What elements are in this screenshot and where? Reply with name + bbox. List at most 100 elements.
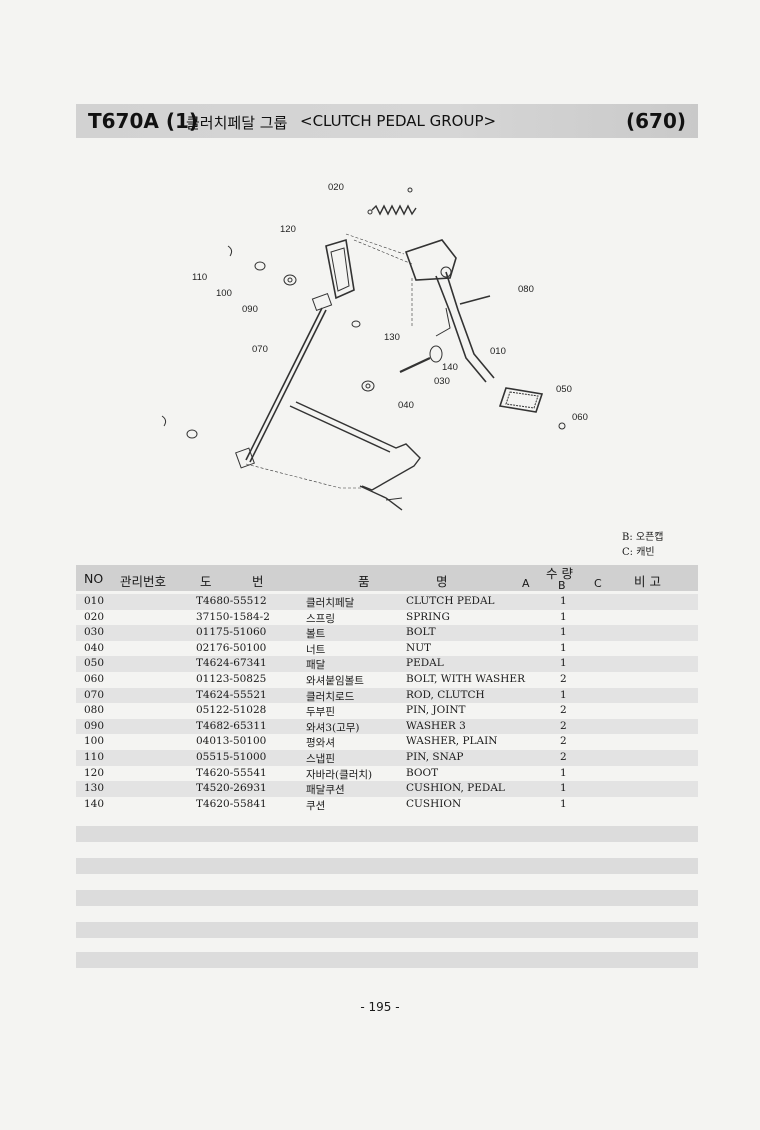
header-name-1: 품 xyxy=(358,574,370,589)
exploded-parts-diagram: 020 120 110 100 090 080 130 070 010 140 … xyxy=(161,182,588,511)
header-part-no-2: 번 xyxy=(252,574,264,589)
cell-no: 030 xyxy=(84,626,105,639)
cell-part-number: T4624-55521 xyxy=(196,688,267,701)
legend-b: B: 오픈캡 xyxy=(622,532,664,543)
cell-qty-b: 1 xyxy=(560,766,567,779)
cell-qty-b: 2 xyxy=(560,704,567,717)
assembly-guide-lines xyxy=(245,233,413,489)
callout-130: 130 xyxy=(384,332,400,343)
cell-name-korean: 와셔붙임볼트 xyxy=(306,674,364,687)
callout-050: 050 xyxy=(556,384,572,395)
cell-qty-b: 1 xyxy=(560,595,567,607)
joint-pin-part xyxy=(459,295,491,305)
cell-part-number: T4620-55841 xyxy=(196,797,267,810)
cell-name-english: BOLT, WITH WASHER xyxy=(406,672,525,685)
cell-part-number: T4682-65311 xyxy=(196,719,267,732)
blank-row-stripe xyxy=(76,922,698,938)
callout-040: 040 xyxy=(398,400,414,411)
cell-name-english: NUT xyxy=(406,641,432,654)
cell-name-english: CUSHION xyxy=(406,797,462,810)
cell-name-english: SPRING xyxy=(406,610,450,623)
callout-090: 090 xyxy=(242,304,258,315)
cell-name-korean: 쿠션 xyxy=(306,799,326,812)
group-title-english: <CLUTCH PEDAL GROUP> xyxy=(300,112,497,130)
cell-name-english: BOLT xyxy=(406,626,436,639)
cell-no: 070 xyxy=(84,688,105,701)
group-code: T670A (1) xyxy=(88,109,199,133)
page-number: - 195 - xyxy=(360,1000,400,1014)
cell-part-number: 04013-50100 xyxy=(196,735,267,748)
cell-name-english: PEDAL xyxy=(406,657,444,670)
blank-row-stripe xyxy=(76,826,698,842)
cell-qty-b: 1 xyxy=(560,641,567,654)
cell-name-korean: 볼트 xyxy=(306,628,326,641)
pin-washer-set-lower xyxy=(161,415,198,439)
header-remarks: 비 고 xyxy=(634,574,661,589)
spring-part xyxy=(367,187,417,216)
cell-name-english: PIN, SNAP xyxy=(406,750,464,763)
cell-name-korean: 클러치로드 xyxy=(306,690,355,703)
callout-110: 110 xyxy=(192,272,207,283)
cell-qty-b: 2 xyxy=(560,735,567,748)
cell-part-number: 37150-1584-2 xyxy=(196,610,270,623)
cell-part-number: 05122-51028 xyxy=(196,704,267,717)
callout-020: 020 xyxy=(328,182,344,193)
cell-part-number: 02176-50100 xyxy=(196,641,267,654)
header-qty: 수 량 xyxy=(546,566,573,581)
cross-shaft-part xyxy=(289,401,421,511)
bolt-060-part xyxy=(558,422,566,430)
callout-030: 030 xyxy=(434,376,450,387)
bolt-nut-cushion-set xyxy=(361,345,443,392)
header-part-no-1: 도 xyxy=(200,574,212,589)
cell-name-korean: 스프링 xyxy=(306,612,335,625)
cell-qty-b: 1 xyxy=(560,610,567,623)
cell-no: 010 xyxy=(84,595,105,607)
cell-name-english: BOOT xyxy=(406,766,439,779)
cell-name-korean: 평와셔 xyxy=(306,737,335,750)
cell-name-korean: 너트 xyxy=(306,643,326,656)
callout-080: 080 xyxy=(518,284,534,295)
pin-washer-set-upper xyxy=(227,245,297,286)
cell-qty-b: 2 xyxy=(560,672,567,685)
cell-no: 090 xyxy=(84,719,105,732)
cell-name-english: CLUTCH PEDAL xyxy=(406,595,495,607)
cell-part-number: T4620-55541 xyxy=(196,766,267,779)
pedal-pad-part xyxy=(498,387,544,413)
cell-name-korean: 패달 xyxy=(306,659,326,672)
blank-row-stripe xyxy=(76,858,698,874)
qty-legend: B: 오픈캡 C: 캐빈 xyxy=(622,530,664,560)
cell-no: 130 xyxy=(84,782,105,795)
cell-name-korean: 클러치페달 xyxy=(306,597,355,609)
group-title-korean: 클러치페달 그룹 xyxy=(186,114,288,132)
cell-part-number: T4624-67341 xyxy=(196,657,267,670)
clutch-pedal-arm xyxy=(404,239,495,383)
header-mgmt-no: 관리번호 xyxy=(120,574,167,589)
cell-part-number: 01123-50825 xyxy=(196,672,267,685)
group-page-ref: (670) xyxy=(625,109,686,133)
blank-row-stripe xyxy=(76,890,698,906)
cell-no: 040 xyxy=(84,641,105,654)
pedal-cushion-part xyxy=(351,320,361,328)
cell-no: 100 xyxy=(84,735,105,748)
cell-name-korean: 자바라(클러치) xyxy=(306,768,373,781)
parts-table-header: NO 관리번호 도 번 품 명 수 량 A B C 비 고 xyxy=(76,565,698,592)
cell-name-english: WASHER, PLAIN xyxy=(406,735,498,748)
cell-name-english: PIN, JOINT xyxy=(406,704,466,717)
callout-140: 140 xyxy=(442,362,458,373)
cell-qty-b: 1 xyxy=(560,688,567,701)
cell-name-english: WASHER 3 xyxy=(406,719,466,732)
cell-qty-b: 1 xyxy=(560,657,567,670)
table-row: 040 02176-50100 너트 NUT 1 xyxy=(76,641,698,657)
legend-c: C: 캐빈 xyxy=(622,547,655,558)
